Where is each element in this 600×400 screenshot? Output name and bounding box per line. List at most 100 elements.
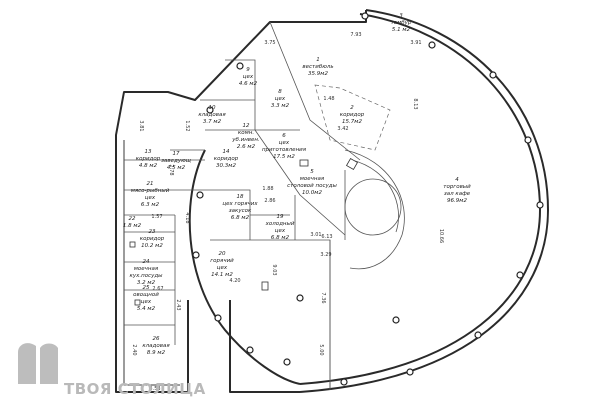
room-label-line: 15.7м2 <box>342 119 362 125</box>
room-label-line: 3.7 м2 <box>203 119 222 125</box>
room-label-line: цех <box>275 228 286 234</box>
room-label-line: 5.4 м2 <box>137 306 156 312</box>
room-label-line: кладовая <box>198 112 226 118</box>
dimension-label: 6.13 <box>321 234 332 240</box>
room-number: 22 <box>129 216 136 222</box>
room-label-line: моечная <box>300 176 325 182</box>
room-label-line: цех <box>145 195 156 201</box>
dimension-label: 2.43 <box>175 299 181 310</box>
room-label-line: цех <box>275 96 286 102</box>
dimension-label: 3.42 <box>337 126 348 132</box>
room-number: 18 <box>237 194 244 200</box>
room-number: 14 <box>223 149 230 155</box>
room-label-line: 3.3 м2 <box>271 103 290 109</box>
room-number: 23 <box>149 229 156 235</box>
room-label-line: 17.5 м2 <box>273 154 295 160</box>
room-number: 25 <box>143 285 150 291</box>
room-number: 1 <box>316 57 320 63</box>
room-label-line: цех горячих <box>222 201 258 207</box>
columns <box>192 12 544 386</box>
room-label-line: цех <box>141 299 152 305</box>
room-label-line: коридор <box>136 156 161 162</box>
outer-walls <box>115 9 549 393</box>
dimension-label: 3.91 <box>410 40 421 46</box>
room-number: 10 <box>209 105 216 111</box>
room-label-line: холодный <box>265 221 295 227</box>
room-number: 20 <box>219 251 226 257</box>
room-label-line: 14.1 м2 <box>211 272 233 278</box>
dimension-label: 2.40 <box>131 344 137 355</box>
room-label-line: 4.6 м2 <box>239 81 258 87</box>
room-number: 2 <box>350 105 354 111</box>
room-label-line: зал кафе <box>444 191 471 197</box>
dimension-label: 1.57 <box>151 214 162 220</box>
room-label-line: 4.5 м2 <box>167 165 186 171</box>
room-label-line: заведующ <box>161 158 191 164</box>
dimension-label: 3.53 <box>149 386 160 392</box>
room-label-line: мясо-рыбный <box>131 188 170 194</box>
dimension-label: 3.29 <box>320 252 331 258</box>
room-label-line: 3.2 м2 <box>137 280 156 286</box>
room-label-line: 1.8 м2 <box>123 223 142 229</box>
dimension-label: 1.48 <box>323 96 334 102</box>
dimension-label: 7.36 <box>320 292 326 303</box>
room-label-line: тамбур <box>391 20 412 26</box>
fixtures <box>129 157 359 306</box>
room-label-line: 6.8 м2 <box>271 235 290 241</box>
dimension-label: 5.00 <box>318 344 324 355</box>
room-label-line: цех <box>279 140 290 146</box>
room-number: 17 <box>173 151 180 157</box>
room-number: 13 <box>145 149 152 155</box>
room-label-line: коридор <box>140 236 165 242</box>
logo-icon <box>18 343 58 384</box>
dimension-label: 2.78 <box>168 164 174 175</box>
room-number: 9 <box>246 67 250 73</box>
room-label-line: горячий <box>210 258 234 264</box>
room-label-line: 5.1 м2 <box>392 27 411 33</box>
room-label-line: овощной <box>133 292 159 298</box>
dimension-label: 1.88 <box>262 186 273 192</box>
room-number: 3 <box>399 13 403 19</box>
dimension-label: 3.01 <box>310 232 321 238</box>
room-label-line: цех <box>217 265 228 271</box>
room-label-line: 35.9м2 <box>308 71 328 77</box>
room-label-line: вестибюль <box>302 64 333 70</box>
dimension-label: 8.13 <box>412 98 418 109</box>
room-label-line: 6.3 м2 <box>141 202 160 208</box>
room-label-line: 10.0м2 <box>302 190 322 196</box>
room-label-line: приготовления <box>262 147 307 153</box>
dimension-label: 2.86 <box>264 198 275 204</box>
room-number: 21 <box>147 181 154 187</box>
interior-partitions <box>124 21 405 390</box>
dimension-label: 9.03 <box>271 264 277 275</box>
room-label-line: 6.8 м2 <box>231 215 250 221</box>
room-label-line: коридор <box>214 156 239 162</box>
room-label-line: 10.2 м2 <box>141 243 163 249</box>
dimension-label: 2.67 <box>152 286 163 292</box>
watermark-text: ТВОЯ СТОЛИЦА <box>64 380 206 398</box>
room-label-wc: 221.8 м2 <box>123 216 142 229</box>
room-number: 19 <box>277 214 284 220</box>
dimension-label: 3.75 <box>264 40 275 46</box>
room-label-line: коридор <box>340 112 365 118</box>
room-label-line: цех <box>243 74 254 80</box>
room-label-line: закусок <box>229 208 252 214</box>
room-labels: 1вестибюль35.9м22коридор15.7м23тамбур5.1… <box>123 13 471 356</box>
